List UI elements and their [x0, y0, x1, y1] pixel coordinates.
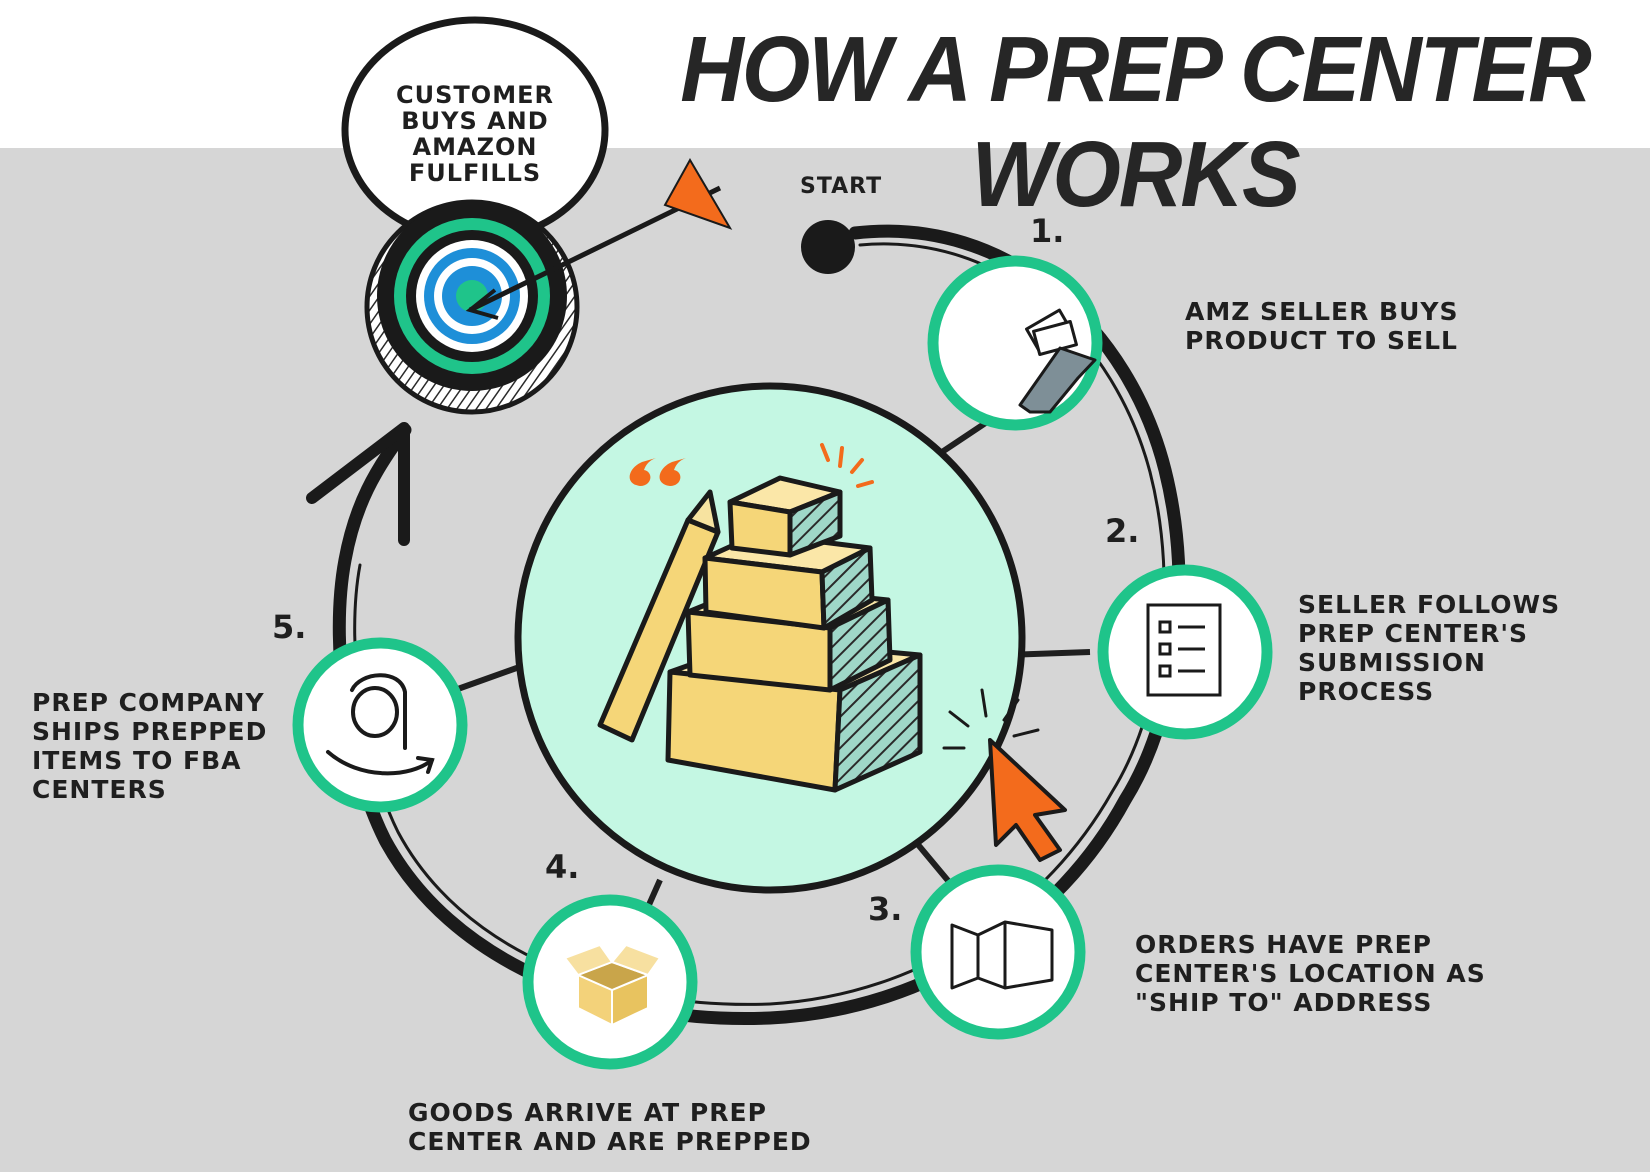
start-dot: [801, 220, 855, 274]
step-3-circle: [910, 864, 1086, 1040]
open-box-icon: [564, 944, 661, 1026]
step-3-number: 3.: [868, 890, 903, 928]
goal-text: CUSTOMER BUYS AND AMAZON FULFILLS: [396, 81, 554, 187]
step-2-label: SELLER FOLLOWS PREP CENTER'S SUBMISSION …: [1298, 590, 1561, 706]
step-5-circle: [292, 637, 468, 813]
step-5-label: PREP COMPANY SHIPS PREPPED ITEMS TO FBA …: [32, 688, 268, 804]
money-hand-icon: [1018, 308, 1097, 414]
header-band: [0, 0, 1650, 148]
center-illustration: [514, 382, 1067, 894]
step-1-circle: [927, 255, 1103, 431]
target-icon: [364, 157, 733, 415]
step-1-label: AMZ SELLER BUYS PRODUCT TO SELL: [1185, 297, 1459, 355]
map-icon: [950, 920, 1054, 990]
step-2-circle: [1097, 564, 1273, 740]
amazon-logo-icon: [326, 673, 435, 776]
start-label: START: [800, 174, 883, 199]
step-4-number: 4.: [545, 848, 580, 886]
step-5-number: 5.: [272, 608, 307, 646]
step-4-label: GOODS ARRIVE AT PREP CENTER AND ARE PREP…: [408, 1098, 812, 1156]
step-4-circle: [522, 894, 698, 1070]
page-title: HOW A PREP CENTER WORKS: [680, 17, 1592, 226]
step-3-label: ORDERS HAVE PREP CENTER'S LOCATION AS "S…: [1135, 930, 1486, 1017]
step-1-number: 1.: [1030, 212, 1065, 250]
step-2-number: 2.: [1105, 512, 1140, 550]
checklist-icon: [1146, 603, 1222, 697]
